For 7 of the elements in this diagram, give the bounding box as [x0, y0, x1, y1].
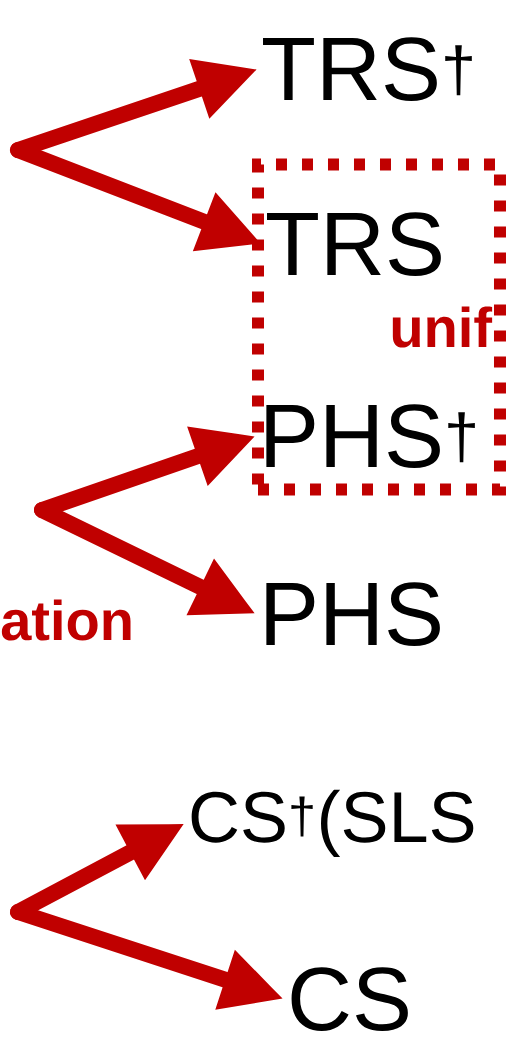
term-label: CS$^{†}$(SLS: [191, 789, 474, 857]
term-label: TRS: [267, 212, 441, 276]
term-label: TRS$^{†}$: [263, 37, 472, 101]
side-label: ation: [1, 599, 131, 641]
term-label: CS: [291, 967, 408, 1031]
term-label: PHS: [266, 582, 440, 646]
term-label: PHS$^{†}$: [266, 404, 475, 468]
